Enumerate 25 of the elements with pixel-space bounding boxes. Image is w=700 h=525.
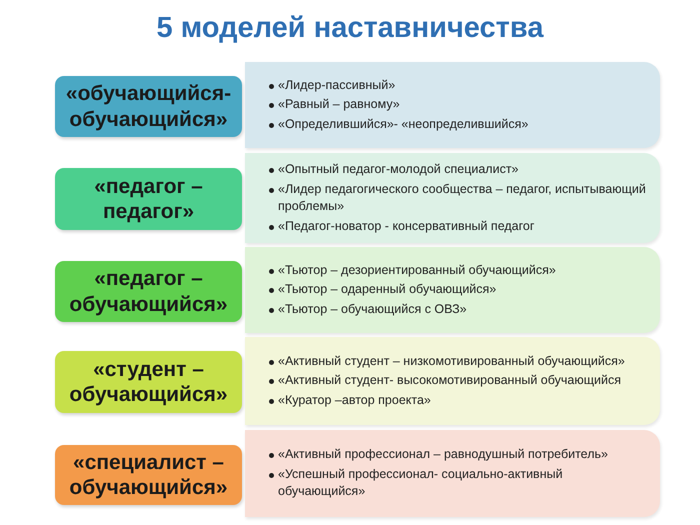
list-panel [245, 62, 660, 148]
list-item-text: «Активный студент – низкомотивированный обучающийся» [278, 352, 625, 370]
category-box: «педагог – педагог» [55, 168, 242, 230]
category-box: «студент – обучающийся» [55, 351, 242, 413]
category-box: «педагог – обучающийся» [55, 261, 242, 322]
list-item-text: «Тьютор – дезориентированный обучающийся» [278, 262, 556, 279]
list-panel [245, 430, 660, 517]
list-item-text: «Активный студент- высокомотивированный обучающийся [278, 372, 621, 390]
category-box: «обучающийся- обучающийся» [55, 76, 242, 137]
list-item-text: «Активный профессионал – равнодушный потребитель» [278, 446, 608, 464]
list-item-text: «Тьютор – одаренный обучающийся» [278, 281, 496, 298]
list-panel [245, 247, 660, 333]
list-item-text: «Равный – равному» [278, 96, 400, 114]
list-item-text: «Куратор –автор проекта» [278, 392, 431, 409]
title: 5 моделей наставничества [156, 12, 544, 44]
list-item-text: «Определившийся»- «неопределившийся» [278, 116, 528, 133]
list-item-text: «Педагог-новатор - консервативный педагог [278, 218, 534, 235]
list-item-text: «Тьютор – обучающийся с ОВЗ» [278, 300, 467, 318]
list-item-text: «Лидер педагогического сообщества – педагог, испытывающий проблемы» [278, 180, 646, 215]
list-item-text: «Лидер-пассивный» [278, 76, 396, 94]
category-box: «специалист – обучающийся» [55, 445, 242, 505]
list-panel [245, 337, 660, 425]
list-panel [245, 153, 660, 243]
list-item-text: «Опытный педагог-молодой специалист» [278, 161, 518, 178]
list-item-text: «Успешный профессионал- социально-активный обучающийся» [278, 466, 564, 500]
